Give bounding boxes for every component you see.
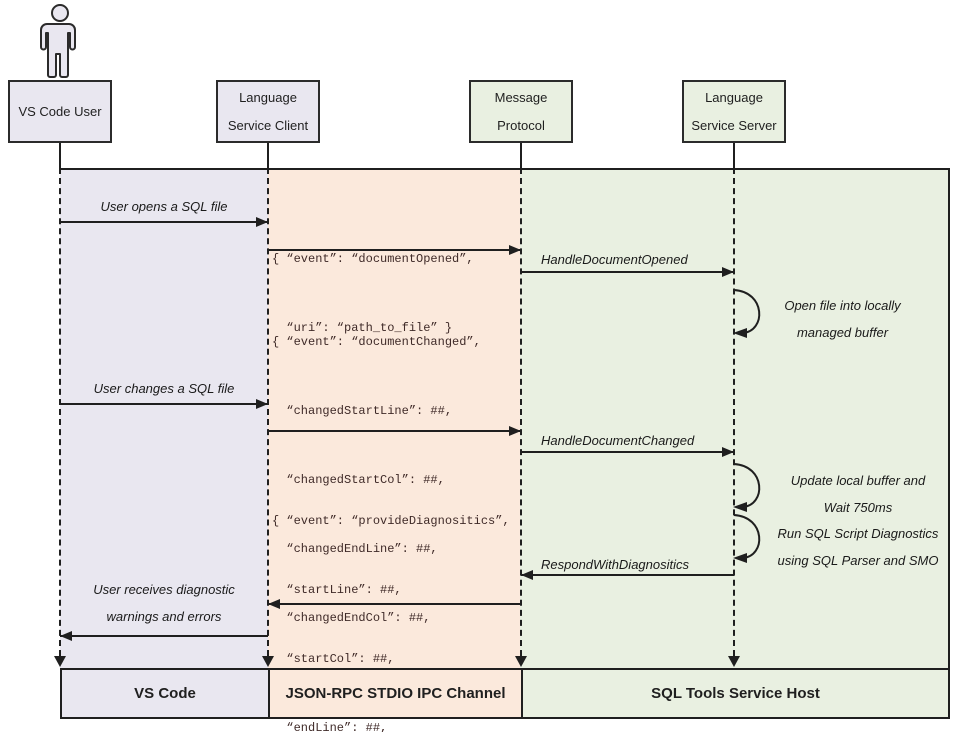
json-provide-diagnostics: { “event”: “provideDiagnositics”, “start…	[272, 464, 510, 732]
json-line: { “event”: “provideDiagnositics”,	[272, 514, 510, 528]
actor-message-protocol: Message Protocol	[469, 80, 573, 143]
note-update-buffer: Update local buffer and Wait 750ms	[748, 467, 962, 521]
lifeline-client	[267, 168, 269, 656]
json-line: “changedEndLine”: ##,	[272, 542, 438, 556]
json-line: { “event”: “documentChanged”,	[272, 335, 481, 349]
lifeline-user	[59, 168, 61, 656]
lane-vscode	[60, 170, 268, 668]
lifeline-server	[733, 168, 735, 656]
json-line: “endLine”: ##,	[272, 721, 388, 732]
arrow-handle-document-changed	[521, 447, 734, 457]
arrow-user-opens-file	[60, 217, 268, 227]
footer-ipc-channel: JSON-RPC STDIO IPC Channel	[270, 670, 523, 717]
arrow-client-sends-opened	[268, 245, 521, 255]
selfloop-open-buffer	[733, 289, 761, 338]
json-line: “changedStartLine”: ##,	[272, 404, 453, 418]
actor-protocol-label-line1: Message	[494, 90, 548, 105]
arrow-user-changes-file	[60, 399, 268, 409]
label-user-changes-file: User changes a SQL file	[93, 381, 235, 396]
lifeline-client-arrowhead	[262, 656, 274, 667]
note-open-buffer-line1: Open file into locally	[784, 298, 901, 313]
json-line: { “event”: “documentOpened”,	[272, 252, 474, 266]
note-run-diagnostics-line1: Run SQL Script Diagnostics	[777, 526, 939, 541]
lifeline-server-arrowhead	[728, 656, 740, 667]
actor-language-service-server: Language Service Server	[682, 80, 786, 143]
user-person-icon	[40, 4, 76, 78]
note-open-buffer-line2: managed buffer	[796, 325, 889, 340]
json-line: “uri”: “path_to_file” }	[272, 321, 453, 335]
lifeline-protocol	[520, 168, 522, 656]
note-update-buffer-line1: Update local buffer and	[790, 473, 926, 488]
json-line: “startLine”: ##,	[272, 583, 402, 597]
label-user-opens-file: User opens a SQL file	[100, 199, 228, 214]
lifeline-protocol-arrowhead	[515, 656, 527, 667]
actor-client-label-line1: Language	[239, 90, 297, 105]
actor-vscode-user: VS Code User	[8, 80, 112, 143]
footer-vscode: VS Code	[62, 670, 270, 717]
json-line: “changedStartCol”: ##,	[272, 473, 445, 487]
note-run-diagnostics-line2: using SQL Parser and SMO	[777, 553, 939, 568]
lifeline-user-arrowhead	[54, 656, 66, 667]
stub-client	[267, 143, 269, 168]
actor-client-label-line2: Service Client	[227, 118, 309, 133]
label-user-receives-line1: User receives diagnostic	[93, 582, 235, 597]
arrow-respond-with-diagnostics	[521, 570, 734, 580]
stub-protocol	[520, 143, 522, 168]
label-user-receives-diagnostics: User receives diagnostic warnings and er…	[60, 576, 268, 630]
label-handle-document-opened: HandleDocumentOpened	[541, 252, 688, 267]
actor-server-label-line1: Language	[705, 90, 763, 105]
arrow-user-receives-diagnostics	[60, 631, 268, 641]
label-respond-with-diagnostics: RespondWithDiagnositics	[541, 557, 690, 572]
actor-server-label-line2: Service Server	[691, 118, 777, 133]
json-line: “changedEndCol”: ##,	[272, 611, 431, 625]
label-user-receives-line2: warnings and errors	[106, 609, 222, 624]
stub-user	[59, 143, 61, 168]
note-run-diagnostics: Run SQL Script Diagnostics using SQL Par…	[748, 520, 962, 574]
actor-vscode-user-label: VS Code User	[18, 104, 102, 119]
actor-language-service-client: Language Service Client	[216, 80, 320, 143]
arrow-protocol-returns-diagnostics	[268, 599, 521, 609]
actor-protocol-label-line2: Protocol	[497, 118, 545, 133]
lane-ipc-channel	[267, 170, 520, 668]
selfloop-run-diagnostics	[733, 514, 761, 563]
note-update-buffer-line2: Wait 750ms	[823, 500, 893, 515]
label-handle-document-changed: HandleDocumentChanged	[541, 433, 695, 448]
selfloop-update-buffer	[733, 463, 761, 512]
note-open-buffer: Open file into locally managed buffer	[755, 292, 930, 346]
arrow-handle-document-opened	[521, 267, 734, 277]
footer-row: VS Code JSON-RPC STDIO IPC Channel SQL T…	[60, 668, 950, 719]
json-document-opened: { “event”: “documentOpened”, “uri”: “pat…	[272, 202, 474, 386]
footer-service-host: SQL Tools Service Host	[523, 670, 948, 717]
arrow-client-sends-changed	[268, 426, 521, 436]
stub-server	[733, 143, 735, 168]
json-line: “startCol”: ##,	[272, 652, 395, 666]
